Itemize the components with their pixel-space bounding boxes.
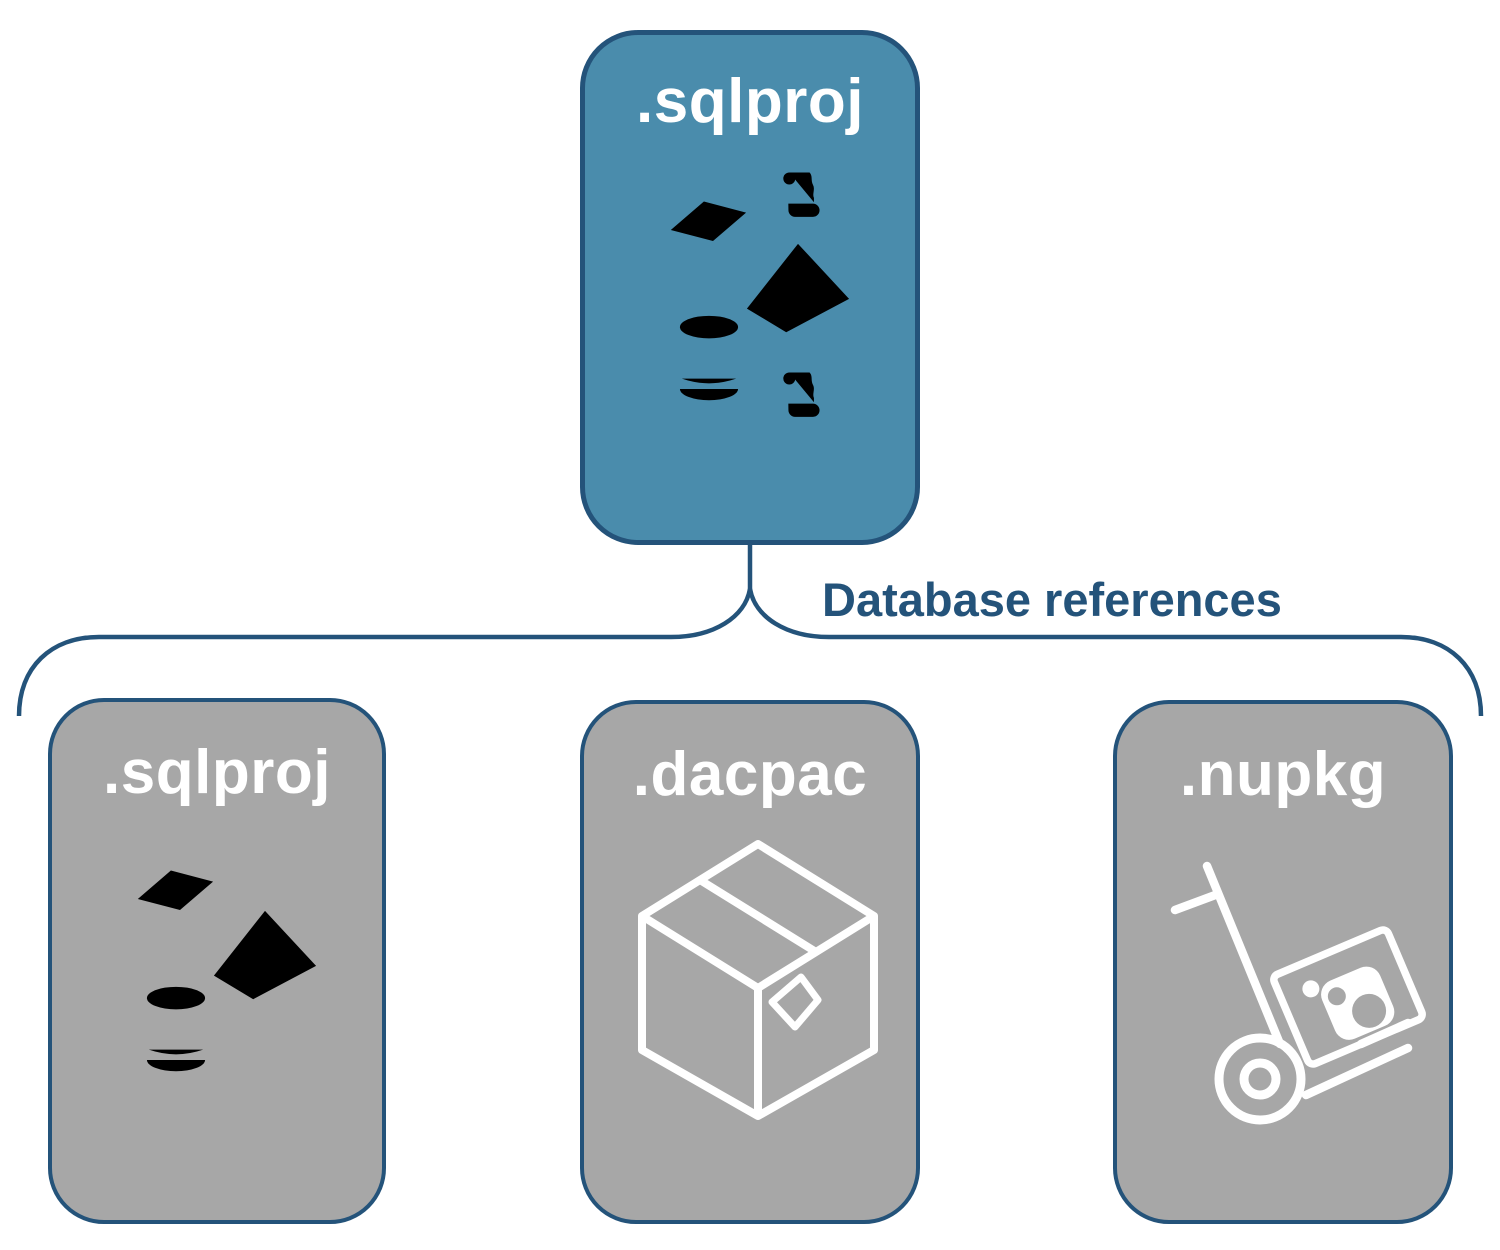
script-scroll-icon [769, 165, 827, 223]
connector-label: Database references [822, 573, 1282, 626]
card-sqlproj-parent: .sqlproj [580, 30, 920, 545]
card-sqlproj-child: .sqlproj [48, 698, 386, 1224]
card-nupkg: .nupkg [1113, 700, 1453, 1224]
hand-truck-icon [1170, 861, 1426, 1125]
cylinder-icon [140, 984, 212, 1074]
card-dacpac-title: .dacpac [632, 740, 868, 809]
card-sqlproj-parent-title: .sqlproj [636, 67, 864, 136]
card-sqlproj-child-title: .sqlproj [103, 738, 331, 807]
pyramid-icon [743, 239, 853, 339]
connector-right-arm [747, 588, 1484, 717]
card-nupkg-title: .nupkg [1179, 740, 1387, 809]
connector-left-arm [16, 588, 753, 717]
package-box-icon [638, 840, 878, 1120]
card-dacpac: .dacpac [580, 700, 920, 1224]
brace-connector [16, 542, 1484, 717]
cylinder-icon [673, 313, 745, 403]
pyramid-icon [210, 906, 320, 1006]
script-scroll-icon [769, 365, 827, 423]
